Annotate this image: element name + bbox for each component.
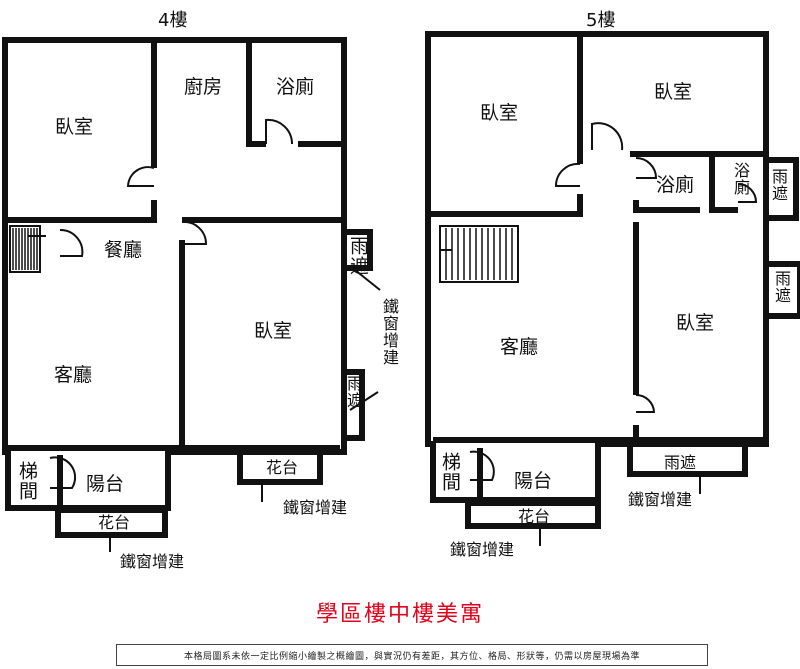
floor4-planter-bottom: 花台 <box>98 513 131 532</box>
floor5-iron-window-right: 鐵窗增建 <box>628 490 693 509</box>
floor5-wall <box>766 157 799 221</box>
floor4-living: 客廳 <box>54 364 93 386</box>
floor5-title: 5樓 <box>586 10 616 31</box>
door-swing <box>469 450 495 481</box>
floor5-living: 客廳 <box>500 336 539 358</box>
floor4-bedroom-right: 臥室 <box>254 320 293 342</box>
floor4-outer-wall <box>2 37 347 511</box>
floor4-title: 4樓 <box>158 10 188 31</box>
floor4-iron-window-right: 鐵窗增建 <box>283 498 348 517</box>
floor5-bedroom-right: 臥室 <box>676 312 715 334</box>
floor5-bedroom-left: 臥室 <box>480 102 519 124</box>
listing-title: 學區樓中樓美寓 <box>315 602 484 627</box>
door-swing <box>635 157 658 179</box>
leader-line <box>349 391 379 411</box>
floor5-bathroom-a: 浴廁 <box>656 174 695 196</box>
floor4-stair-room: 梯間 <box>16 461 38 501</box>
leader-line <box>354 269 381 291</box>
floor5-bedroom-top-right: 臥室 <box>654 81 693 103</box>
door-swing <box>265 118 294 145</box>
door-swing <box>49 456 77 489</box>
floor5-wall <box>627 447 748 477</box>
floor4-balcony: 陽台 <box>86 473 125 495</box>
floor5-wall <box>428 194 583 217</box>
floor4-kitchen: 廚房 <box>184 76 223 98</box>
floor4-planter-right: 花台 <box>266 458 299 477</box>
floor5-bathroom-b: 浴廁 <box>731 162 750 196</box>
floor4-wall <box>344 229 373 271</box>
floor5-rain-shelter-a: 雨遮 <box>769 168 788 202</box>
floor4-iron-window-vertical: 鐵窗增建 <box>380 298 399 366</box>
floor4-wall <box>5 200 157 223</box>
floor4-wall <box>237 455 323 485</box>
door-swing <box>635 393 656 413</box>
floor4-rain-shelter-mid: 雨遮 <box>344 375 363 409</box>
floor5-stairs <box>439 225 519 283</box>
floor5-wall <box>633 200 700 213</box>
floor4-dining: 餐廳 <box>104 239 143 261</box>
floor5-rain-shelter-b: 雨遮 <box>772 270 791 304</box>
floor4-wall <box>55 507 168 538</box>
door-swing <box>554 162 581 187</box>
floor5-iron-window-left: 鐵窗增建 <box>450 540 515 559</box>
door-swing <box>591 122 624 151</box>
floor5-wall <box>766 261 800 319</box>
door-swing <box>737 183 758 203</box>
disclaimer: 本格局圖系未依一定比例縮小繪製之概繪圖，與實況仍有差距，其方位、格局、形狀等，仍… <box>116 644 708 666</box>
floor5-wall <box>709 154 738 213</box>
floor5-wall <box>465 500 601 529</box>
floor5-planter: 花台 <box>518 507 551 526</box>
floor4-bathroom: 浴廁 <box>276 76 315 98</box>
floor4-iron-window-bottom: 鐵窗增建 <box>120 552 185 571</box>
floor4-wall <box>246 40 266 147</box>
door-swing <box>126 166 155 187</box>
floor4-wall <box>344 369 365 441</box>
floor4-bedroom-left: 臥室 <box>55 116 94 138</box>
floor4-rain-shelter-top: 雨遮 <box>347 236 369 276</box>
door-swing <box>181 220 208 245</box>
floor5-balcony: 陽台 <box>514 470 553 492</box>
floor5-stair-room: 梯間 <box>439 452 461 492</box>
floor4-stairs <box>9 225 46 273</box>
floor5-rain-shelter-bottom: 雨遮 <box>664 453 697 472</box>
door-swing <box>59 228 84 257</box>
